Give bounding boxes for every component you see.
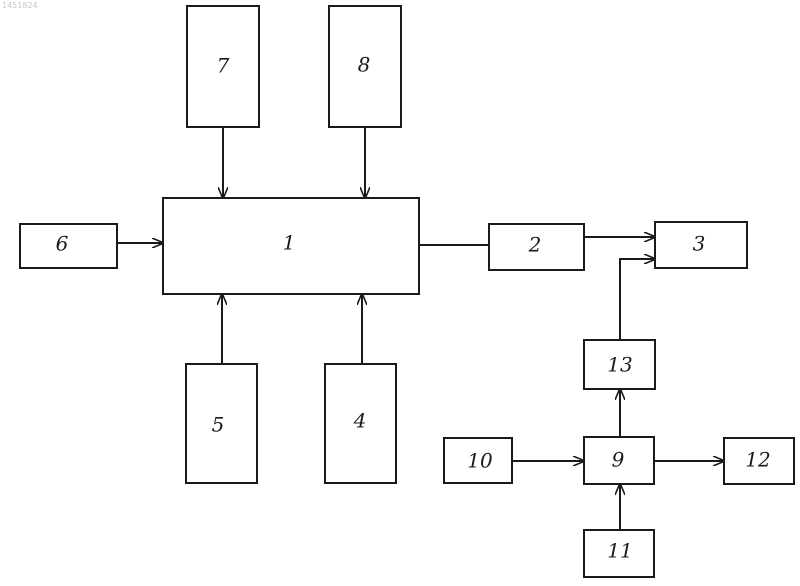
block-4: 4 (325, 364, 396, 483)
arrow-13-to-3 (620, 259, 655, 340)
block-9-label: 9 (612, 448, 625, 472)
block-6: 6 (20, 224, 117, 268)
block-8-label: 8 (358, 53, 371, 77)
block-10: 10 (444, 438, 512, 483)
block-3-label: 3 (693, 232, 706, 256)
block-1: 1 (163, 198, 419, 294)
block-11-label: 11 (607, 539, 632, 563)
block-2: 2 (489, 224, 584, 270)
block-5: 5 (186, 364, 257, 483)
block-7: 7 (187, 6, 259, 127)
block-7-label: 7 (217, 54, 230, 78)
block-10-label: 10 (467, 449, 493, 473)
block-4-label: 4 (353, 409, 367, 433)
watermark: 1451824 (2, 1, 38, 10)
block-9: 9 (584, 437, 654, 484)
block-13-label: 13 (607, 353, 632, 377)
block-5-label: 5 (212, 413, 225, 437)
block-2-label: 2 (528, 233, 542, 257)
block-6-label: 6 (56, 232, 69, 256)
block-3: 3 (655, 222, 747, 268)
block-12-label: 12 (745, 448, 770, 472)
block-1-label: 1 (283, 231, 296, 255)
block-13: 13 (584, 340, 655, 389)
block-8: 8 (329, 6, 401, 127)
block-12: 12 (724, 438, 794, 484)
block-11: 11 (584, 530, 654, 577)
